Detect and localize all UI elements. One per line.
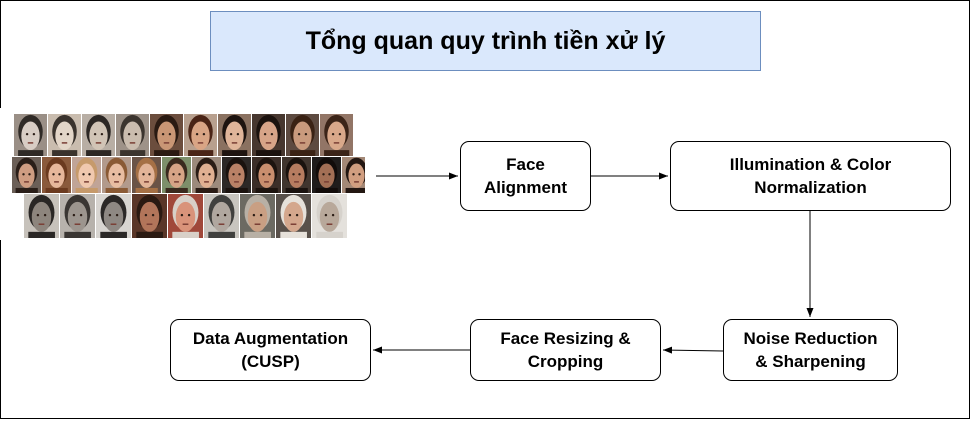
- face-thumbnail: [82, 114, 115, 156]
- face-thumbnail: [60, 194, 95, 238]
- face-thumbnail: [222, 157, 251, 193]
- face-thumbnail: [168, 194, 203, 238]
- face-thumbnail: [276, 194, 311, 238]
- diagram-title: Tổng quan quy trình tiền xử lý: [305, 26, 666, 55]
- step-face-alignment: Face Alignment: [460, 141, 591, 211]
- face-thumbnail: [286, 114, 319, 156]
- face-thumbnail: [150, 114, 183, 156]
- face-thumbnail: [184, 114, 217, 156]
- arrow-noise-to-resizing: [662, 346, 724, 354]
- face-thumbnail: [48, 114, 81, 156]
- face-thumbnail: [24, 194, 59, 238]
- face-thumbnail: [240, 194, 275, 238]
- face-thumbnail: [96, 194, 131, 238]
- face-thumbnail: [116, 114, 149, 156]
- face-thumbnail: [312, 194, 347, 238]
- face-thumbnail: [342, 157, 365, 193]
- face-thumbnail: [204, 194, 239, 238]
- face-thumbnail: [162, 157, 191, 193]
- step-face-resizing-cropping: Face Resizing & Cropping: [470, 319, 661, 381]
- face-thumbnail: [132, 194, 167, 238]
- face-thumbnail: [282, 157, 311, 193]
- face-thumbnail: [132, 157, 161, 193]
- face-thumbnail: [218, 114, 251, 156]
- step-data-augmentation: Data Augmentation (CUSP): [170, 319, 371, 381]
- face-thumbnail: [252, 114, 285, 156]
- face-thumbnail: [14, 114, 47, 156]
- face-thumbnail: [12, 157, 41, 193]
- face-thumbnail: [192, 157, 221, 193]
- face-thumbnail: [42, 157, 71, 193]
- step-noise-reduction-sharpening: Noise Reduction & Sharpening: [723, 319, 898, 381]
- face-thumbnail: [312, 157, 341, 193]
- diagram-title-box: Tổng quan quy trình tiền xử lý: [210, 11, 761, 71]
- face-thumbnail: [72, 157, 101, 193]
- face-thumbnail: [252, 157, 281, 193]
- face-thumbnail: [102, 157, 131, 193]
- face-thumbnail: [320, 114, 353, 156]
- step-illumination-color-normalization: Illumination & Color Normalization: [670, 141, 951, 211]
- face-collage-image: [0, 108, 365, 240]
